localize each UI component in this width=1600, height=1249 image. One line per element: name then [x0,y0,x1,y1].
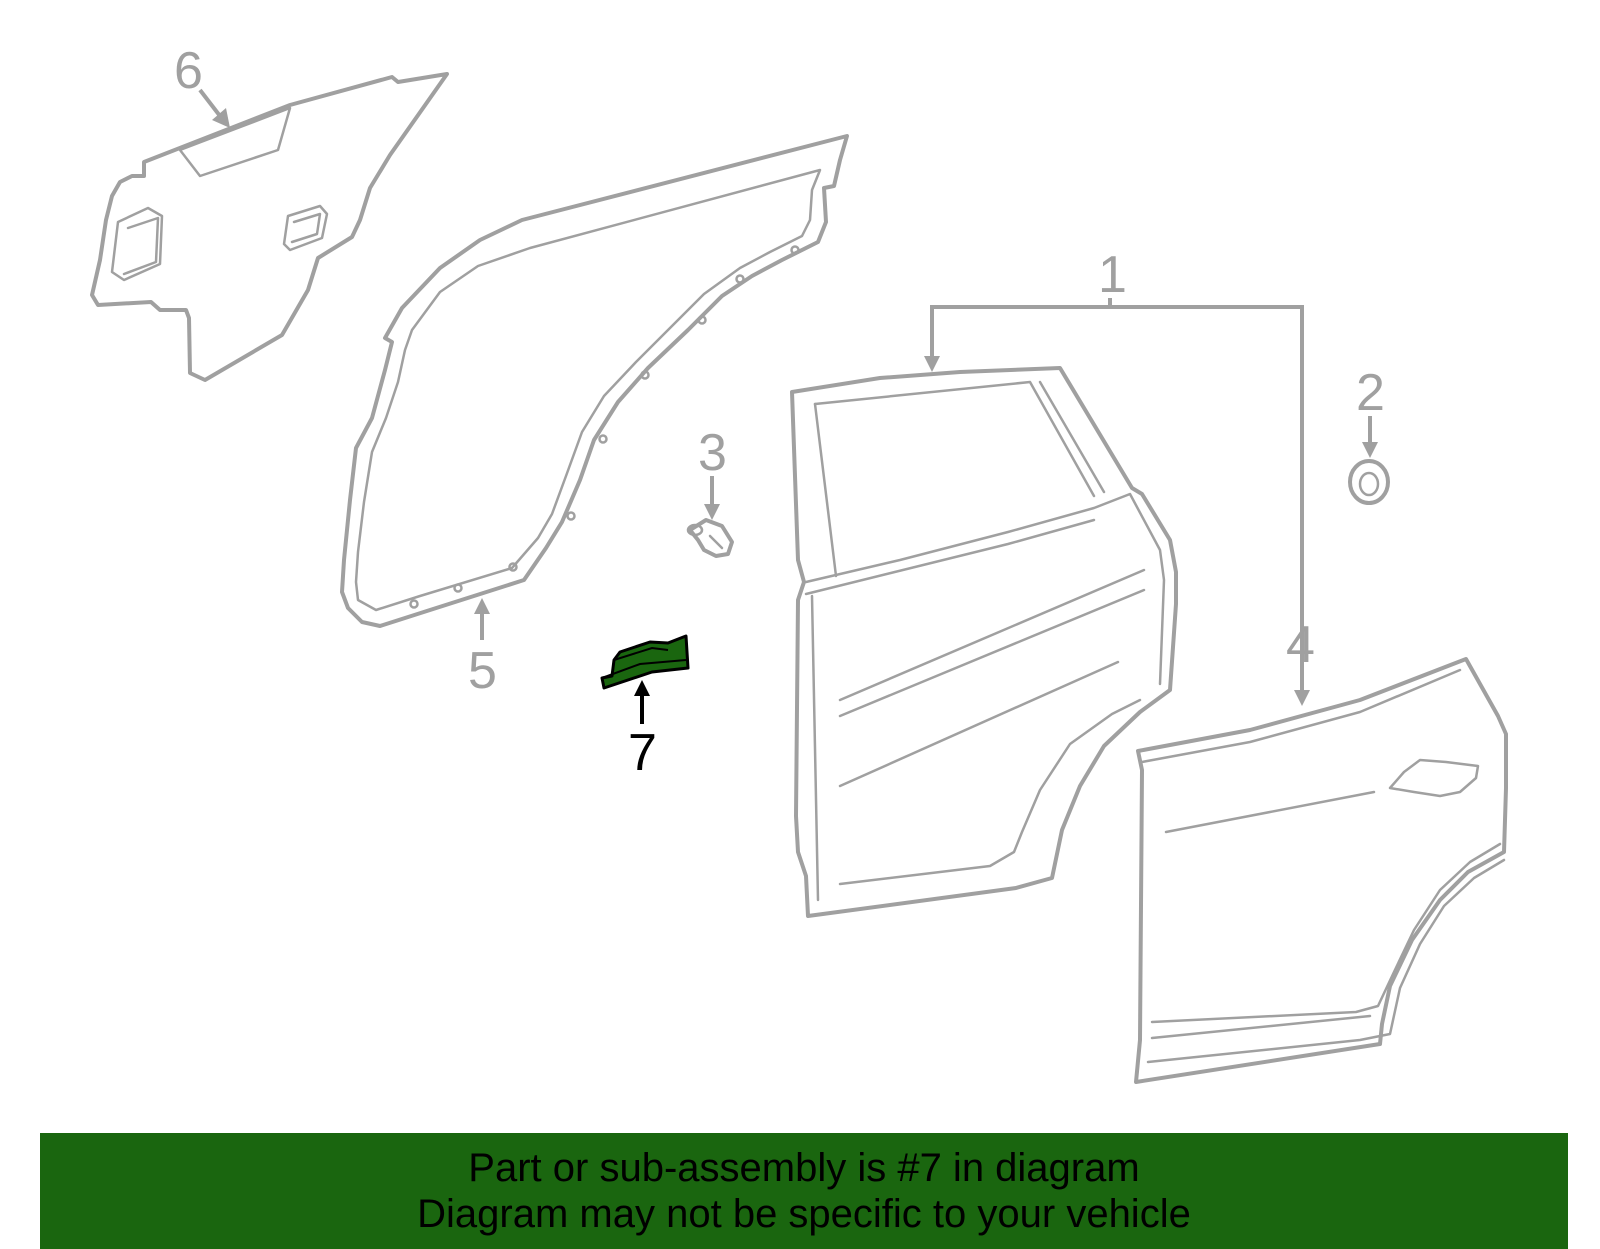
part-4-outer-panel [1134,657,1508,1084]
callout-2: 2 [1356,364,1385,422]
part-5-weatherstrip [340,134,849,628]
leader-6 [198,88,222,118]
banner-line-disclaimer: Diagram may not be specific to your vehi… [417,1192,1191,1236]
arrowhead-4 [1294,690,1310,706]
part-6-door-trim-panel [90,72,449,382]
leader-1-bracket [930,305,1304,680]
arrowhead-2 [1362,442,1378,458]
arrowhead-5 [474,598,490,614]
part-1-door-shell [790,366,1178,918]
callout-6: 6 [174,42,203,100]
part-7-bracket-highlighted [600,634,690,690]
callout-7: 7 [628,724,657,782]
arrowhead-3 [704,504,720,520]
callout-5: 5 [468,642,497,700]
callout-3: 3 [698,424,727,482]
callout-4: 4 [1286,616,1315,674]
part-2-grommet [1348,459,1390,505]
part-3-clip [686,518,734,558]
info-banner: Part or sub-assembly is #7 in diagram Di… [40,1133,1568,1249]
banner-line-part-number: Part or sub-assembly is #7 in diagram [468,1146,1140,1190]
callout-1: 1 [1098,246,1127,304]
arrowhead-7 [634,680,650,696]
arrowhead-1 [924,356,940,372]
arrowhead-6 [212,108,230,128]
